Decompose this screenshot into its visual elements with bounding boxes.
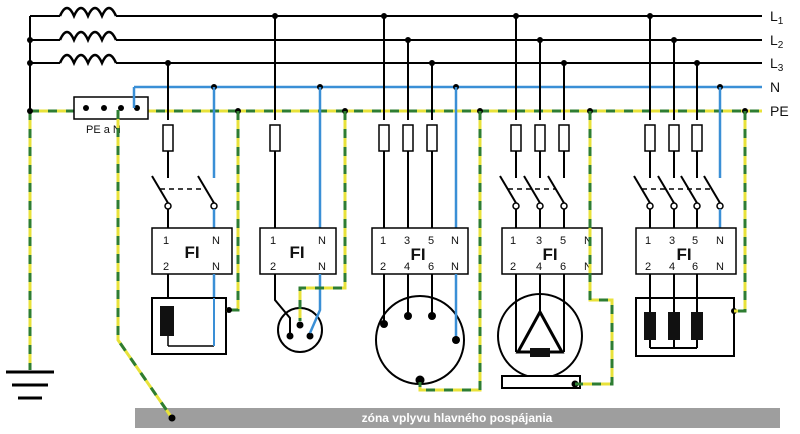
svg-text:N: N (716, 261, 724, 273)
svg-text:N: N (212, 261, 220, 273)
rcd-tag: FI (184, 243, 199, 262)
bonding-conductor (116, 110, 176, 422)
svg-text:2: 2 (270, 261, 276, 273)
svg-text:1: 1 (163, 235, 169, 247)
svg-text:FI: FI (289, 243, 304, 262)
rail-label-l2: L2 (770, 32, 784, 51)
rcd-3 (371, 227, 469, 275)
main-rails (27, 6, 762, 370)
svg-text:FI: FI (676, 245, 691, 264)
rail-label-pe: PE (770, 103, 789, 119)
svg-text:N: N (451, 235, 459, 247)
svg-text:5: 5 (560, 235, 566, 247)
inductor-l1 (58, 6, 118, 20)
svg-text:4: 4 (404, 261, 410, 273)
circuit-5: 1 3 5 2 4 6 N N FI (633, 16, 747, 357)
svg-text:N: N (584, 261, 592, 273)
svg-text:FI: FI (410, 245, 425, 264)
rail-label-n: N (770, 79, 780, 95)
svg-text:2: 2 (645, 261, 651, 273)
svg-text:1: 1 (510, 235, 516, 247)
bonding-zone-band: zóna vplyvu hlavného pospájania (135, 408, 780, 428)
rail-label-l3: L3 (770, 55, 784, 74)
svg-text:1: 1 (645, 235, 651, 247)
svg-text:2: 2 (380, 261, 386, 273)
svg-text:4: 4 (669, 261, 675, 273)
svg-text:2: 2 (163, 261, 169, 273)
svg-text:6: 6 (428, 261, 434, 273)
svg-text:6: 6 (560, 261, 566, 273)
rcd-2 (259, 227, 337, 275)
svg-text:2: 2 (510, 261, 516, 273)
rcd-4 (501, 227, 603, 275)
svg-text:6: 6 (692, 261, 698, 273)
terminal-block-label: PE a N (86, 124, 121, 136)
svg-text:N: N (716, 235, 724, 247)
rail-label-l1: L1 (770, 8, 784, 27)
svg-text:3: 3 (404, 235, 410, 247)
svg-text:N: N (212, 235, 220, 247)
svg-text:1: 1 (380, 235, 386, 247)
rail-labels: L1 L2 L3 N PE (770, 8, 789, 119)
svg-text:3: 3 (669, 235, 675, 247)
svg-text:N: N (451, 261, 459, 273)
bonding-zone-label: zóna vplyvu hlavného pospájania (362, 411, 553, 425)
inductor-l2 (58, 30, 118, 44)
svg-text:5: 5 (692, 235, 698, 247)
rcd-1 (151, 227, 233, 275)
circuit-4: 1 3 5 2 4 6 N N FI (497, 16, 614, 389)
rcd-5 (635, 227, 737, 275)
three-phase-socket (375, 295, 465, 385)
ground-symbol (6, 370, 54, 400)
svg-text:1: 1 (270, 235, 276, 247)
circuit-3: 1 3 5 2 4 6 N N FI (371, 16, 482, 392)
circuit-1: 1 2 FI N N (151, 63, 240, 355)
circuit-2: 1 2 FI N N (259, 16, 347, 353)
svg-text:N: N (584, 235, 592, 247)
svg-text:4: 4 (536, 261, 542, 273)
svg-text:3: 3 (536, 235, 542, 247)
terminal-block: PE a N (73, 87, 149, 136)
svg-text:N: N (318, 235, 326, 247)
svg-text:FI: FI (542, 245, 557, 264)
svg-text:N: N (318, 261, 326, 273)
svg-text:5: 5 (428, 235, 434, 247)
inductor-l3 (58, 53, 118, 67)
